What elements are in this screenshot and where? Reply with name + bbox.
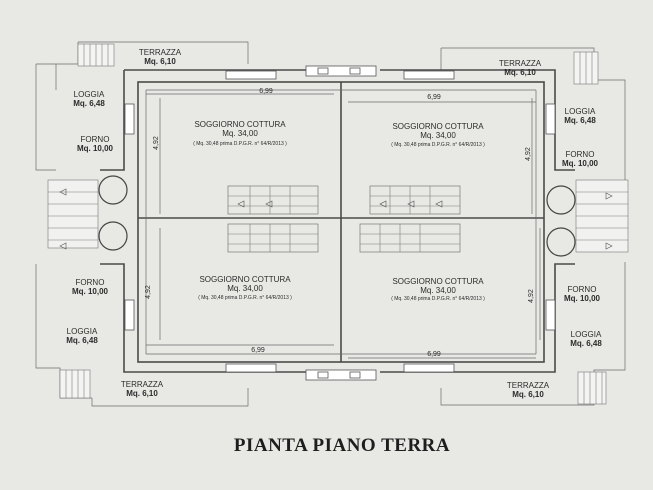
loggia-area: Mq. 6,48 (570, 339, 602, 348)
loggia-area: Mq. 6,48 (564, 116, 596, 125)
loggia-area: Mq. 6,48 (73, 99, 105, 108)
windows (124, 65, 556, 381)
width-dimension: 6,99 (427, 94, 441, 101)
forno-area: Mq. 10,00 (77, 144, 114, 153)
entrance-stairs (47, 179, 629, 253)
room-note: ( Mq. 30,48 prima D.P.G.R. n° 64/R/2013 … (391, 142, 485, 148)
depth-dimension: 4,92 (153, 136, 160, 150)
width-dimension: 6,99 (259, 88, 273, 95)
room-label: SOGGIORNO COTTURA (199, 275, 291, 284)
room-label: SOGGIORNO COTTURA (392, 122, 484, 131)
room-note: ( Mq. 30,48 prima D.P.G.R. n° 64/R/2013 … (193, 141, 287, 147)
room-label: SOGGIORNO COTTURA (392, 277, 484, 286)
forno-area: Mq. 10,00 (72, 287, 109, 296)
loggia-area: Mq. 6,48 (66, 336, 98, 345)
terrazza-area: Mq. 6,10 (126, 389, 158, 398)
terrazza-label: TERRAZZA (121, 380, 164, 389)
width-dimension: 6,99 (427, 351, 441, 358)
room-area: Mq. 34,00 (420, 131, 456, 140)
loggia-label: LOGGIA (571, 330, 602, 339)
room-area: Mq. 34,00 (227, 284, 263, 293)
room-note: ( Mq. 30,48 prima D.P.G.R. n° 64/R/2013 … (198, 295, 292, 301)
forno-label: FORNO (76, 278, 105, 287)
terrazza-label: TERRAZZA (139, 48, 182, 57)
terrazza-area: Mq. 6,10 (144, 57, 176, 66)
room-label: SOGGIORNO COTTURA (194, 120, 286, 129)
spiral-stairs (98, 175, 576, 257)
plan-title: PIANTA PIANO TERRA (234, 435, 450, 456)
room-note: ( Mq. 30,48 prima D.P.G.R. n° 64/R/2013 … (391, 296, 485, 302)
terrazza-area: Mq. 6,10 (512, 390, 544, 399)
loggia-label: LOGGIA (74, 90, 105, 99)
dimension-lines (146, 93, 541, 359)
forno-label: FORNO (81, 135, 110, 144)
depth-dimension: 4,92 (528, 289, 535, 303)
width-dimension: 6,99 (251, 347, 265, 354)
forno-area: Mq. 10,00 (562, 159, 599, 168)
forno-label: FORNO (568, 285, 597, 294)
depth-dimension: 4,92 (525, 147, 532, 161)
loggia-label: LOGGIA (565, 107, 596, 116)
forno-area: Mq. 10,00 (564, 294, 601, 303)
forno-label: FORNO (566, 150, 595, 159)
interior-stairs (227, 185, 461, 253)
terrazza-label: TERRAZZA (507, 381, 550, 390)
loggia-label: LOGGIA (67, 327, 98, 336)
depth-dimension: 4,92 (145, 285, 152, 299)
room-area: Mq. 34,00 (420, 286, 456, 295)
terrace-steps (59, 43, 607, 405)
room-area: Mq. 34,00 (222, 129, 258, 138)
terrazza-area: Mq. 6,10 (504, 68, 536, 77)
terrazza-label: TERRAZZA (499, 59, 542, 68)
